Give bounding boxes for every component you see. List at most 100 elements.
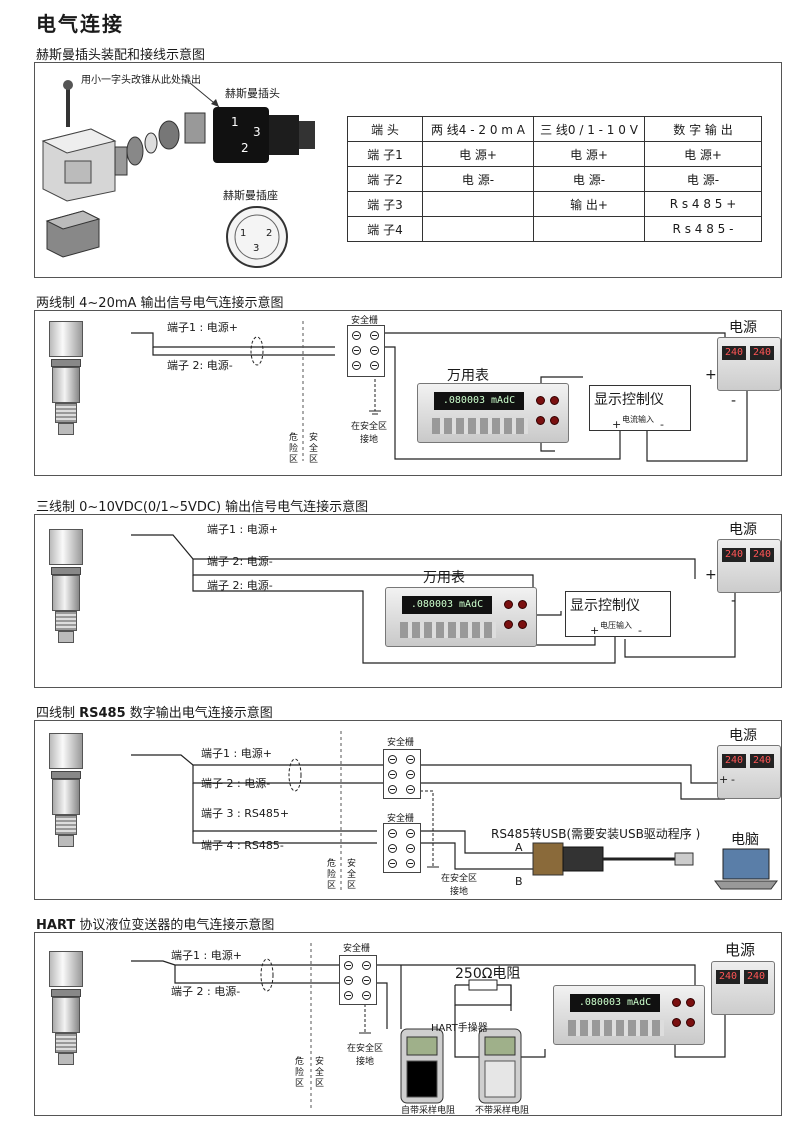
s4-ground-label: 在安全区 接地 <box>441 874 478 897</box>
section5-heading: HART 协议液位变送器的电气连接示意图 <box>36 914 274 933</box>
table-cell: R s 4 8 5 - <box>644 216 762 242</box>
psu-display: 240 <box>722 754 746 768</box>
s3-psu-plus: + <box>705 567 717 583</box>
s3-display-controller: 显示控制仪 电压输入 + - <box>565 591 671 637</box>
s3-terminal-1: 端子1 : 电源+ <box>207 523 278 536</box>
s5-psu-label: 电源 <box>725 941 756 959</box>
plug-pin-1: 1 <box>231 115 239 129</box>
table-row: 端 子2 电 源- 电 源- 电 源- <box>347 166 762 192</box>
s4-pin-b: B <box>515 875 523 888</box>
s4-safety-barrier-1 <box>383 749 421 799</box>
socket-pin-2: 2 <box>266 228 273 239</box>
s5-with-resistor: 自带采样电阻 <box>401 1106 456 1116</box>
psu-display: 240 <box>722 346 746 360</box>
s4-terminal-2: 端子 2 : 电源- <box>201 777 271 790</box>
s2-danger-zone: 危 险 区 <box>289 433 299 465</box>
table-cell: 电 源- <box>533 166 645 192</box>
s2-display-label: 显示控制仪 <box>594 392 664 408</box>
table-header: 端 头 <box>347 116 423 142</box>
s5-ground-label: 在安全区 接地 <box>347 1044 384 1067</box>
s3-power-supply: 240 240 <box>717 539 781 593</box>
s2-ground-label: 在安全区 接地 <box>351 422 388 445</box>
heading-text: 数字输出电气连接示意图 <box>125 706 273 721</box>
s4-safety-barrier-2 <box>383 823 421 873</box>
s4-barrier-label-2: 安全栅 <box>387 814 415 824</box>
s5-multimeter: .080003 mAdC <box>553 985 705 1045</box>
table-cell: 电 源+ <box>644 141 762 167</box>
pressure-transmitter <box>49 529 83 643</box>
s2-psu-minus: - <box>731 393 737 409</box>
s5-power-supply: 240 240 <box>711 961 775 1015</box>
s5-multimeter-screen: .080003 mAdC <box>570 994 660 1012</box>
pressure-transmitter <box>49 733 83 847</box>
s4-pin-a: A <box>515 841 523 854</box>
plug-label: 赫斯曼插头 <box>225 87 280 100</box>
section3-panel: 端子1 : 电源+ 端子 2: 电源- 端子 2: 电源- 万用表 .08000… <box>34 514 782 688</box>
s2-multimeter-screen: .080003 mAdC <box>434 392 524 410</box>
table-cell: 端 子4 <box>347 216 423 242</box>
s5-safe-zone: 安 全 区 <box>315 1057 325 1089</box>
plug-exploded-drawing <box>41 80 315 268</box>
psu-display: 240 <box>750 548 774 562</box>
s2-multimeter: .080003 mAdC <box>417 383 569 443</box>
psu-display: 240 <box>744 970 768 984</box>
s3-psu-label: 电源 <box>729 522 757 538</box>
section5-panel: 端子1 : 电源+ 端子 2 : 电源- 安全栅 250Ω电阻 HART手操器 … <box>34 932 782 1116</box>
table-header: 数 字 输 出 <box>644 116 762 142</box>
section5-wiring <box>131 943 726 1109</box>
section3-heading: 三线制 0~10VDC(0/1~5VDC) 输出信号电气连接示意图 <box>36 500 369 515</box>
s3-terminal-2: 端子 2: 电源- <box>207 555 273 568</box>
s4-psu-minus: - <box>731 773 735 786</box>
section4-wiring <box>131 731 778 891</box>
table-cell <box>422 191 534 217</box>
psu-display: 240 <box>750 346 774 360</box>
s4-psu-plus: + <box>719 773 729 786</box>
psu-display: 240 <box>722 548 746 562</box>
s2-psu-label: 电源 <box>729 320 757 336</box>
s4-terminal-4: 端子 4 : RS485- <box>201 839 284 852</box>
s5-terminal-1: 端子1 : 电源+ <box>171 949 242 962</box>
heading-bold: RS485 <box>79 706 126 721</box>
table-cell <box>533 216 645 242</box>
s2-display-input: 电流输入 <box>622 415 654 424</box>
s3-display-plus: + <box>590 624 600 637</box>
s2-safe-zone: 安 全 区 <box>309 433 319 465</box>
s5-safety-barrier <box>339 955 377 1005</box>
s4-terminal-3: 端子 3 : RS485+ <box>201 807 290 820</box>
socket-label: 赫斯曼插座 <box>223 189 278 202</box>
terminal-table: 端 头 两 线4 - 2 0 m A 三 线0 / 1 - 1 0 V 数 字 … <box>347 116 762 242</box>
pressure-transmitter <box>49 951 83 1065</box>
s4-safe-zone: 安 全 区 <box>347 859 357 891</box>
section1-heading: 赫斯曼插头装配和接线示意图 <box>36 48 206 63</box>
table-cell: 输 出+ <box>533 191 645 217</box>
table-cell: 电 源+ <box>533 141 645 167</box>
s4-pc-label: 电脑 <box>731 832 759 848</box>
table-header: 三 线0 / 1 - 1 0 V <box>533 116 645 142</box>
socket-pin-1: 1 <box>240 228 247 239</box>
table-cell: 端 子1 <box>347 141 423 167</box>
s3-multimeter: .080003 mAdC <box>385 587 537 647</box>
s3-display-label: 显示控制仪 <box>570 598 640 614</box>
s2-psu-plus: + <box>705 367 717 383</box>
s5-terminal-2: 端子 2 : 电源- <box>171 985 241 998</box>
page-title: 电气连接 <box>36 12 124 36</box>
table-header: 两 线4 - 2 0 m A <box>422 116 534 142</box>
s2-display-minus: - <box>660 418 664 431</box>
s2-power-supply: 240 240 <box>717 337 781 391</box>
heading-text: 四线制 <box>36 706 80 721</box>
plug-pin-3: 3 <box>253 125 261 139</box>
table-row: 端 子4 R s 4 8 5 - <box>347 216 762 242</box>
s3-display-minus: - <box>638 624 642 637</box>
s4-converter-label: RS485转USB(需要安装USB驱动程序 ) <box>491 827 701 841</box>
s2-display-controller: 显示控制仪 电流输入 + - <box>589 385 691 431</box>
section2-heading: 两线制 4~20mA 输出信号电气连接示意图 <box>36 296 284 311</box>
plug-pin-2: 2 <box>241 141 249 155</box>
table-cell: 电 源- <box>644 166 762 192</box>
heading-bold: HART <box>36 918 76 933</box>
s5-without-resistor: 不带采样电阻 <box>475 1106 530 1116</box>
s2-multimeter-label: 万用表 <box>447 368 489 384</box>
s5-danger-zone: 危 险 区 <box>295 1057 305 1089</box>
table-row: 端 子3 输 出+ R s 4 8 5 + <box>347 191 762 217</box>
table-row: 端 子1 电 源+ 电 源+ 电 源+ <box>347 141 762 167</box>
s3-terminal-3: 端子 2: 电源- <box>207 579 273 592</box>
